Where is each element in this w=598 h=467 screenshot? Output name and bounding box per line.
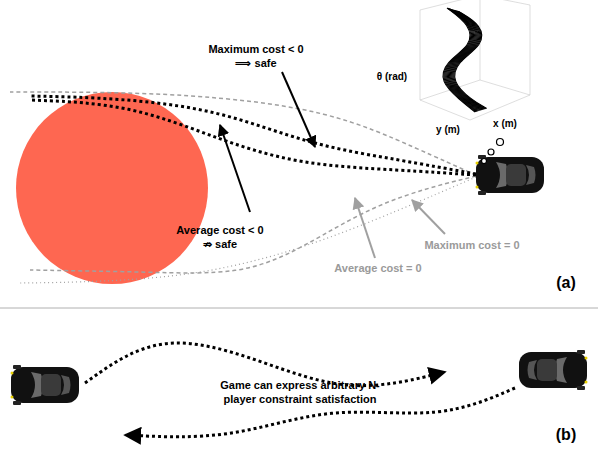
state-plot-inset xyxy=(420,0,530,120)
separator xyxy=(0,308,598,309)
leader-arrow xyxy=(355,198,375,258)
caption-note: Game can express arbitrary N-player cons… xyxy=(211,378,389,407)
axis-label: x (m) xyxy=(493,117,517,130)
safety-note: Average cost < 0 ⇏ safe xyxy=(172,223,268,252)
dotted-trajectory xyxy=(20,177,476,283)
safe-trajectory xyxy=(30,96,476,174)
cost-note: Maximum cost = 0 xyxy=(424,238,519,252)
player-car xyxy=(519,350,588,390)
axis-label: y (m) xyxy=(436,123,460,136)
cost-note: Average cost = 0 xyxy=(334,261,421,275)
panel-label: (b) xyxy=(556,425,576,446)
avg-cost-zero-trajectory xyxy=(30,176,476,273)
axis-label: θ (rad) xyxy=(377,70,407,83)
ego-car xyxy=(476,155,545,195)
obstacle-circle xyxy=(16,92,208,284)
unsafe-trajectory xyxy=(30,100,476,175)
panel-label: (a) xyxy=(556,273,576,294)
thought-bubble xyxy=(497,139,504,146)
thought-bubble xyxy=(482,159,487,164)
max-cost-zero-trajectory xyxy=(10,92,476,175)
leader-arrow xyxy=(282,72,315,147)
leader-arrow xyxy=(220,125,250,212)
safety-note: Maximum cost < 0 ⟹ safe xyxy=(205,42,307,71)
player-car xyxy=(11,365,80,405)
leader-arrow xyxy=(412,200,445,234)
thought-bubble xyxy=(488,149,494,155)
